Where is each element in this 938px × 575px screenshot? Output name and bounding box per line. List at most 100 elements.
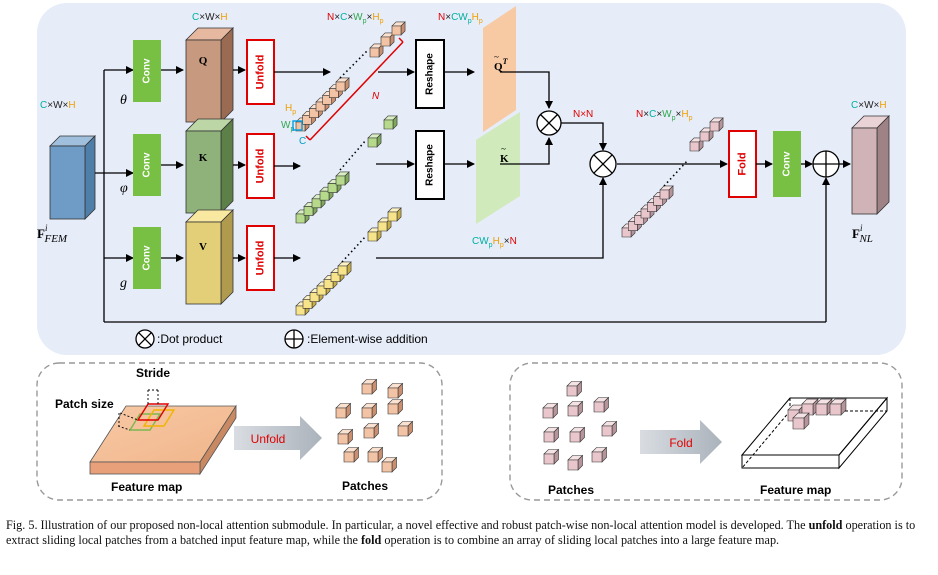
svg-text:Unfold: Unfold [254, 149, 266, 184]
g-symbol: g [120, 276, 127, 291]
patch-size-bracket [117, 412, 139, 431]
fold-patches [542, 380, 618, 471]
k-matrix [476, 112, 520, 224]
k-patch [367, 133, 382, 148]
continuation-dots [339, 49, 369, 79]
fold-patch [543, 448, 560, 465]
conv-to-tensor-arrows [161, 66, 184, 262]
tensor-to-unfold-arrows [233, 66, 246, 262]
fold-box: Fold [728, 130, 757, 198]
unfold-patch [367, 446, 384, 463]
q-patch [391, 21, 406, 36]
folded-patch [792, 412, 810, 430]
svg-text:Reshape: Reshape [425, 53, 436, 95]
unfold-patch [361, 378, 378, 395]
out-patch [709, 117, 724, 132]
k-tensor: K [185, 118, 234, 214]
svg-text:Fold: Fold [669, 436, 692, 450]
k-tilde-mark: ~ [501, 144, 506, 154]
fold-feature-map-label: Feature map [760, 483, 831, 497]
out-patch [659, 185, 674, 200]
figure-caption: Fig. 5. Illustration of our proposed non… [6, 518, 916, 548]
unfold-feature-map-label: Feature map [111, 480, 182, 494]
legend-dot-label: :Dot product [157, 332, 223, 346]
unfold-out-arrows [274, 68, 331, 262]
input-dims: C×W×H [40, 100, 76, 111]
folded-patch [829, 398, 847, 416]
conv-box-g: Conv [133, 227, 161, 289]
svg-text:Unfold: Unfold [251, 432, 286, 446]
unfold-patch [343, 446, 360, 463]
q-patch [335, 77, 350, 92]
reshape-out-arrows [444, 68, 475, 168]
fold-patch [593, 396, 610, 413]
matrix-to-dot-arrows [500, 71, 553, 165]
q-patch [369, 43, 384, 58]
dot-product-op-2 [589, 150, 617, 178]
c-label: C [299, 136, 306, 147]
fold-patch [566, 380, 583, 397]
phi-symbol: φ [120, 181, 128, 196]
unfold-patches-label: Patches [342, 479, 388, 493]
fold-patches-label: Patches [548, 483, 594, 497]
svg-text:Unfold: Unfold [254, 241, 266, 276]
svg-text:V: V [199, 241, 207, 253]
reshape-in-arrows [376, 68, 415, 168]
svg-text:Fold: Fold [736, 152, 748, 175]
legend-add-label: :Element-wise addition [307, 332, 428, 346]
unfold-patch [381, 456, 398, 473]
v-tensor: V [185, 209, 234, 305]
unfold-arrow: Unfold [234, 416, 322, 460]
fold-patch [569, 426, 586, 443]
element-wise-add-op [812, 150, 840, 178]
unfold-patch [337, 428, 354, 445]
svg-text:Q: Q [199, 55, 208, 67]
qt-matrix [483, 6, 516, 132]
v-patch [337, 261, 352, 276]
qt-dims: N×CWpHp [438, 12, 483, 25]
fold-patch [567, 454, 584, 471]
fold-patch [601, 420, 618, 437]
output-dims: C×W×H [851, 100, 887, 111]
folded-patch [801, 398, 819, 416]
output-tensor [851, 115, 890, 215]
fold-patch [591, 446, 608, 463]
qt-label: QT [494, 57, 509, 73]
qt-tilde: ~ [494, 52, 499, 62]
input-branch-lines [95, 66, 830, 323]
svg-text:Reshape: Reshape [425, 144, 436, 186]
v-patch [387, 207, 402, 222]
k-patch [335, 171, 350, 186]
svg-text:Conv: Conv [142, 58, 153, 83]
conv-box-phi: Conv [133, 134, 161, 196]
reshape-box-k: Reshape [415, 130, 445, 200]
folded-patches [787, 398, 847, 430]
hp-label: Hp [285, 103, 296, 116]
patch-dims-top: N×C×Wp×Hp [327, 12, 384, 25]
n-bracket [305, 37, 404, 141]
patch-size-label: Patch size [55, 397, 114, 411]
highlight-patch [292, 120, 303, 131]
unfold-patches [335, 378, 414, 473]
patch-strips [295, 21, 724, 316]
fold-patch [542, 402, 559, 419]
unfold-panel [36, 362, 443, 501]
svg-text:Unfold: Unfold [254, 55, 266, 90]
stride-bracket [147, 388, 159, 404]
q-dims: C×W×H [192, 12, 228, 23]
conv-box-theta: Conv [133, 40, 161, 102]
k-dims: CWpHp×N [472, 236, 517, 249]
fold-arrow: Fold [640, 420, 722, 464]
fold-patch [543, 426, 560, 443]
q-tensor: Q [185, 27, 234, 123]
legend-add-icon [284, 329, 304, 349]
svg-text:Conv: Conv [782, 151, 793, 176]
fold-patch [567, 400, 584, 417]
dot-product-op-1 [536, 110, 562, 136]
unfold-patch [335, 402, 352, 419]
unfold-patch [387, 382, 404, 399]
v-patch [295, 301, 310, 316]
k-tilde-label: K [500, 153, 509, 165]
